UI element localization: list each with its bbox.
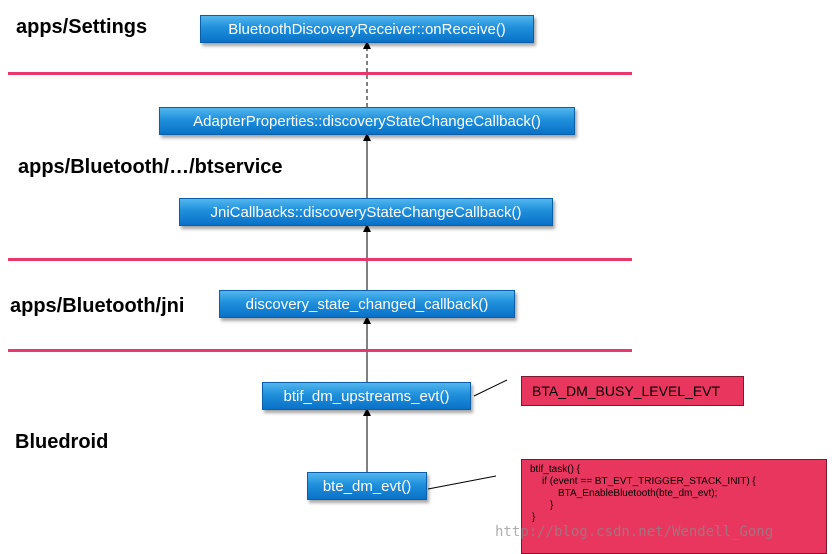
box-bluetooth-discovery-receiver: BluetoothDiscoveryReceiver::onReceive() [200,15,534,43]
connector-busy-note [473,379,508,397]
note-btif-task: btif_task() { if (event == BT_EVT_TRIGGE… [521,459,827,554]
code-line: BTA_EnableBluetooth(bte_dm_evt); [558,488,718,499]
code-line: btif_task() { [530,464,581,475]
layer-separator [8,258,632,261]
box-discovery-state-changed-callback: discovery_state_changed_callback() [219,290,515,318]
layer-separator [8,349,632,352]
layer-label-jni: apps/Bluetooth/jni [10,295,185,317]
box-adapter-properties: AdapterProperties::discoveryStateChangeC… [159,107,575,135]
code-line: } [532,512,536,523]
box-btif-dm-upstreams-evt: btif_dm_upstreams_evt() [262,382,471,410]
box-bte-dm-evt: bte_dm_evt() [307,472,427,500]
code-line: if (event == BT_EVT_TRIGGER_STACK_INIT) … [542,476,756,487]
code-line: } [550,500,554,511]
layer-separator [8,72,632,75]
box-jni-callbacks: JniCallbacks::discoveryStateChangeCallba… [179,198,553,226]
connector-btif-note [427,475,497,490]
watermark-text: http://blog.csdn.net/Wendell_Gong [495,524,774,540]
layer-label-bluedroid: Bluedroid [15,431,109,453]
layer-label-settings: apps/Settings [16,16,148,38]
note-busy-level-evt: BTA_DM_BUSY_LEVEL_EVT [521,376,744,406]
layer-label-btservice: apps/Bluetooth/…/btservice [18,156,283,178]
